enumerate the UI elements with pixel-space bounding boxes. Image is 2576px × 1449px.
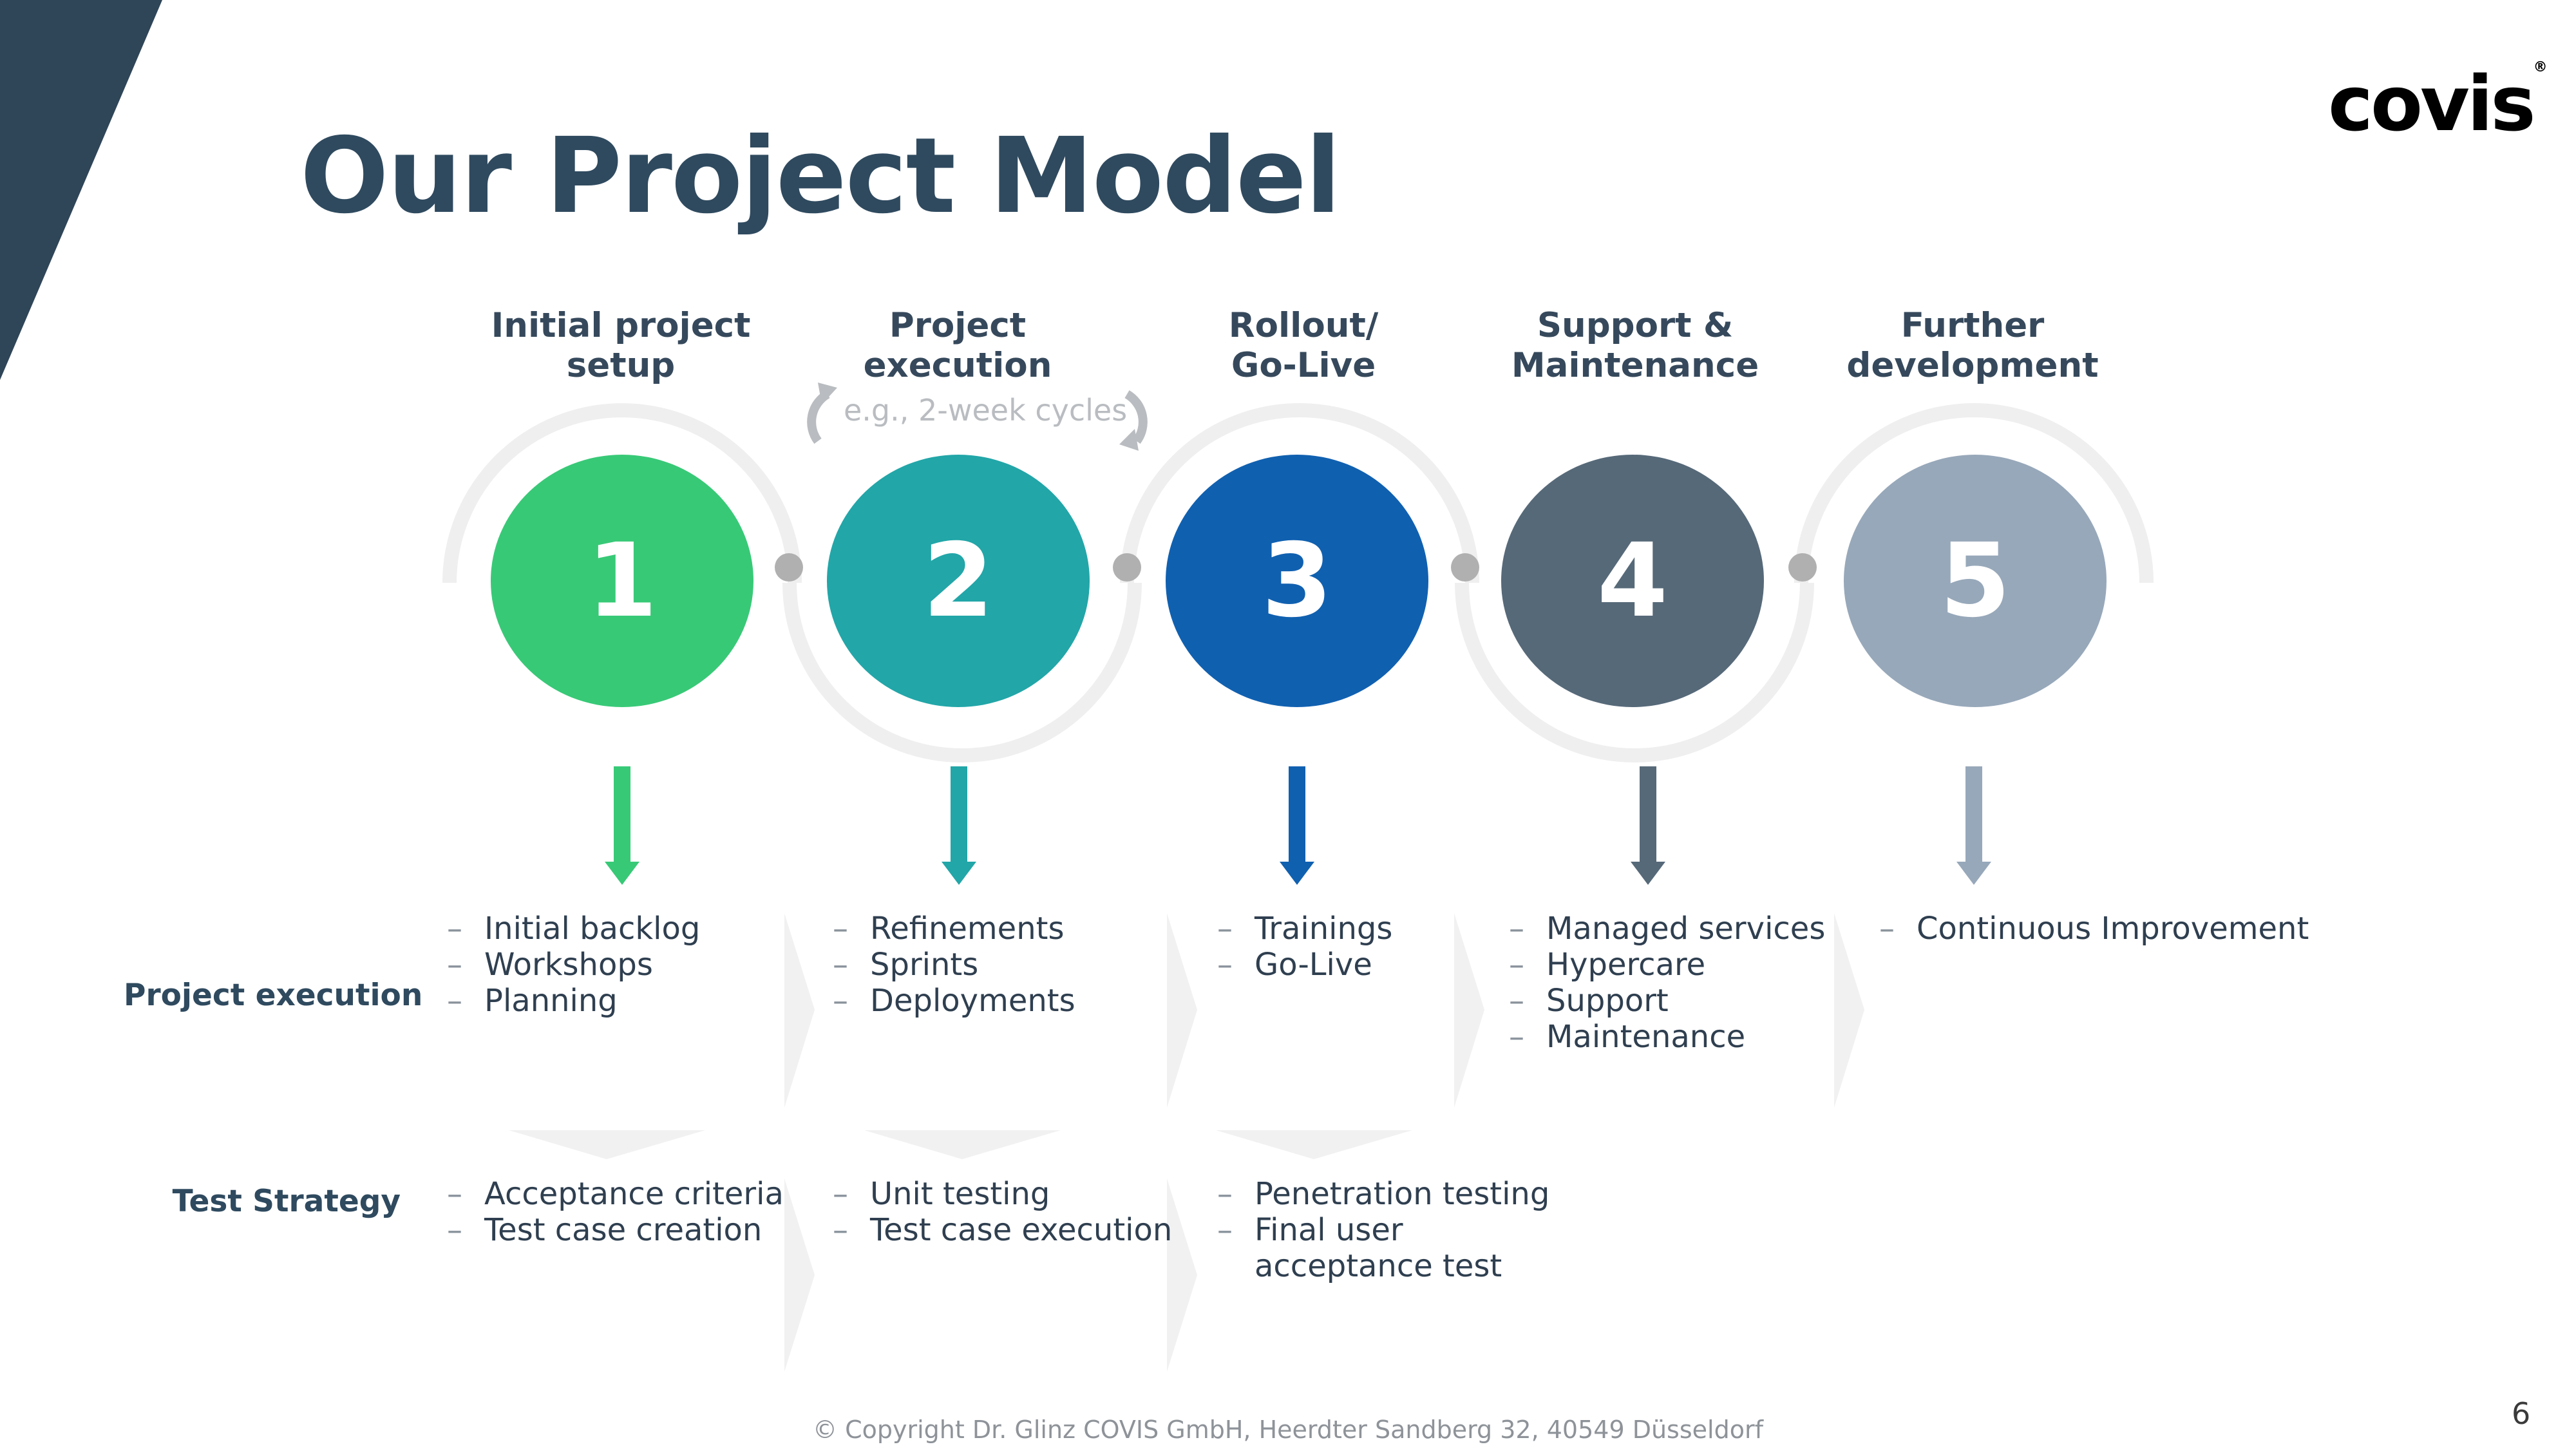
chevron-test-1 <box>784 1179 815 1372</box>
arrow-5-head <box>1956 862 1991 885</box>
connector-dot <box>1113 553 1141 582</box>
ring-5 <box>1794 403 2154 583</box>
list-item: Managed services <box>1509 911 1825 947</box>
phase-label-5: Further development <box>1846 306 2099 385</box>
test-list-2: Unit testing Test case execution <box>833 1176 1172 1248</box>
phase-circle-2: 2 <box>827 455 1090 707</box>
arrow-5-shaft <box>1965 766 1982 863</box>
list-item: Sprints <box>833 947 1075 983</box>
phase-label-4: Support & Maintenance <box>1511 306 1759 385</box>
arrow-3-head <box>1280 862 1314 885</box>
list-item: Hypercare <box>1509 947 1825 983</box>
list-item: Planning <box>447 983 700 1019</box>
list-item: Unit testing <box>833 1176 1172 1212</box>
copyright-footer: © Copyright Dr. Glinz COVIS GmbH, Heerdt… <box>813 1416 1763 1444</box>
chevron-test-2 <box>1167 1179 1197 1372</box>
execution-list-4: Managed services Hypercare Support Maint… <box>1509 911 1825 1055</box>
phase-circle-4: 4 <box>1501 455 1764 707</box>
row-label-project-execution: Project execution <box>124 978 423 1013</box>
page-number: 6 <box>2512 1396 2531 1431</box>
phase-label-3: Rollout/ Go-Live <box>1228 306 1379 385</box>
list-item: Penetration testing <box>1217 1176 1549 1212</box>
list-item: Deployments <box>833 983 1075 1019</box>
chevron-down-1 <box>509 1130 705 1159</box>
list-item: Initial backlog <box>447 911 700 947</box>
phase-label-2: Project execution <box>863 306 1052 385</box>
row-label-test-strategy: Test Strategy <box>172 1184 401 1219</box>
logo-text: covis <box>2328 59 2536 148</box>
test-list-3: Penetration testing Final user acceptanc… <box>1217 1176 1549 1284</box>
corner-triangle <box>0 0 162 380</box>
arrow-1-shaft <box>614 766 630 863</box>
phase-circle-1: 1 <box>491 455 753 707</box>
arrow-4-shaft <box>1640 766 1656 863</box>
company-logo: covis® <box>2328 59 2548 148</box>
phase-label-1: Initial project setup <box>491 306 751 385</box>
chevron-exec-2 <box>1167 913 1197 1108</box>
list-item: Acceptance criteria <box>447 1176 784 1212</box>
chevron-exec-3 <box>1454 913 1484 1108</box>
list-item: Test case execution <box>833 1212 1172 1248</box>
connector-dot <box>1451 553 1479 582</box>
ring-1 <box>442 403 802 583</box>
cycle-arrowhead-right <box>1119 429 1139 451</box>
execution-list-2: Refinements Sprints Deployments <box>833 911 1075 1019</box>
list-item: Final user acceptance test <box>1217 1212 1549 1284</box>
list-item: Test case creation <box>447 1212 784 1248</box>
arrow-2-head <box>942 862 976 885</box>
list-item: Maintenance <box>1509 1019 1825 1055</box>
ring-3 <box>1120 403 1479 583</box>
cycle-arrow-left <box>807 390 830 444</box>
execution-list-3: Trainings Go-Live <box>1217 911 1392 983</box>
chevron-exec-4 <box>1834 913 1864 1108</box>
arrow-2-shaft <box>951 766 967 863</box>
chevron-down-2 <box>864 1130 1061 1159</box>
connector-dot <box>775 553 803 582</box>
list-item: Trainings <box>1217 911 1392 947</box>
chevron-exec-1 <box>784 913 815 1108</box>
arrow-3-shaft <box>1289 766 1305 863</box>
arrow-1-head <box>605 862 639 885</box>
list-item: Continuous Improvement <box>1879 911 2309 947</box>
list-item: Support <box>1509 983 1825 1019</box>
ring-2 <box>782 582 1142 762</box>
ring-4 <box>1455 582 1814 762</box>
cycle-note: e.g., 2-week cycles <box>844 393 1128 428</box>
execution-list-5: Continuous Improvement <box>1879 911 2309 947</box>
list-item: Refinements <box>833 911 1075 947</box>
registered-mark: ® <box>2533 59 2548 75</box>
list-item: Workshops <box>447 947 700 983</box>
connector-dot <box>1788 553 1817 582</box>
page-title: Our Project Model <box>300 116 1341 237</box>
list-item: Go-Live <box>1217 947 1392 983</box>
execution-list-1: Initial backlog Workshops Planning <box>447 911 700 1019</box>
test-list-1: Acceptance criteria Test case creation <box>447 1176 784 1248</box>
cycle-arrowhead-left <box>818 383 837 404</box>
cycle-arrow-right <box>1124 390 1148 444</box>
phase-circle-5: 5 <box>1844 455 2107 707</box>
phase-circle-3: 3 <box>1166 455 1428 707</box>
arrow-4-head <box>1631 862 1665 885</box>
chevron-down-3 <box>1216 1130 1412 1159</box>
